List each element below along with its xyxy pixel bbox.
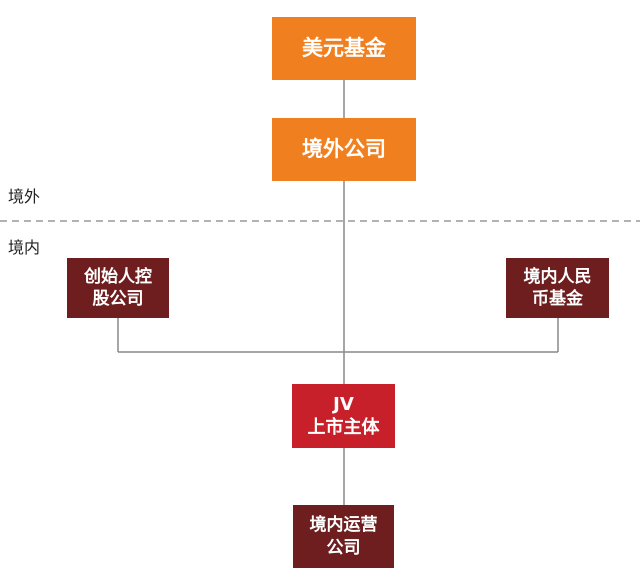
rmb-fund-node: 境内人民 币基金 [506,258,609,318]
rmb-fund-label-line-1: 境内人民 [523,266,592,287]
usd-fund-node: 美元基金 [272,17,416,80]
founder-holding-node: 创始人控 股公司 [67,258,169,318]
usd-fund-label: 美元基金 [302,35,386,60]
rmb-fund-label-line-2: 币基金 [532,289,583,309]
jv-listing-entity-node: JV 上市主体 [292,384,395,448]
offshore-company-label: 境外公司 [302,136,386,161]
founder-holding-label-line-1: 创始人控 [84,266,152,287]
domestic-operating-label-line-2: 公司 [326,537,361,558]
jv-label: JV [333,393,354,415]
offshore-region-label: 境外 [8,187,41,206]
domestic-operating-label-line-1: 境内运营 [309,515,378,536]
onshore-region-label: 境内 [8,238,41,257]
founder-holding-label-line-2: 股公司 [92,289,144,309]
domestic-operating-company-node: 境内运营 公司 [293,505,394,568]
listing-entity-label: 上市主体 [307,417,380,438]
offshore-company-node: 境外公司 [272,118,416,181]
